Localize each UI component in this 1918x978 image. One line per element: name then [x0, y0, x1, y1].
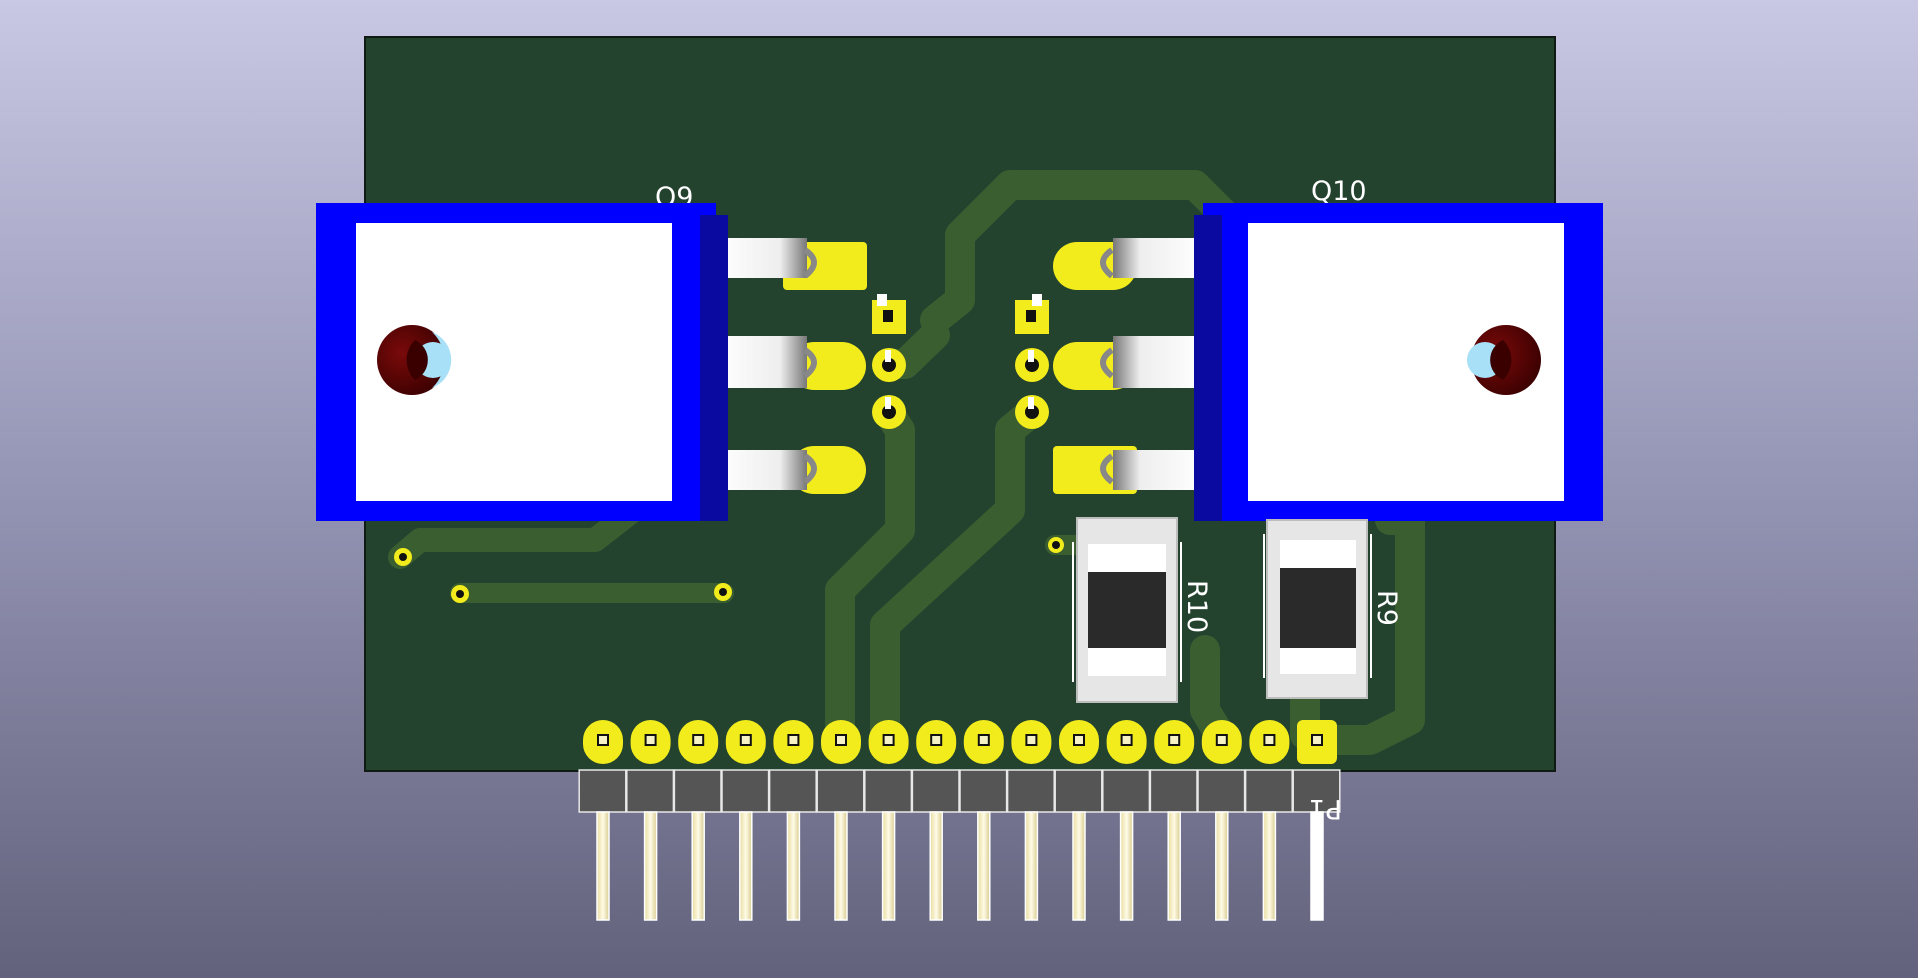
- vias: [394, 537, 1064, 603]
- header-pad-pin-tip: [1170, 736, 1179, 744]
- header-pad-pin-tip: [932, 736, 941, 744]
- header-pads: [583, 720, 1337, 764]
- header-pin: [1215, 811, 1229, 921]
- header-pad-pin-tip: [789, 736, 798, 744]
- header-pad-pin-tip: [1313, 736, 1321, 744]
- header-housing-segment: [864, 769, 913, 813]
- header-pin: [1167, 811, 1181, 921]
- header-housing-segment: [1197, 769, 1246, 813]
- header-pad-pin-tip: [646, 736, 655, 744]
- r10-end-cap-bottom: [1088, 648, 1166, 676]
- header-pad-pin-tip: [1075, 736, 1083, 744]
- header-pin: [929, 811, 943, 921]
- through-hole-pads: [872, 294, 1049, 429]
- header-housing-segment: [578, 769, 627, 813]
- header-pad-pin-tip: [884, 736, 893, 744]
- header-pin: [786, 811, 801, 921]
- header-housing-segment: [816, 769, 865, 813]
- r9-component[interactable]: R9: [1263, 519, 1402, 699]
- header-housing-segment: [626, 769, 675, 813]
- r9-body: [1280, 568, 1356, 648]
- header-pin: [1119, 811, 1134, 921]
- header-pad-pin-tip: [1217, 736, 1226, 744]
- header-housing-segment: [1006, 769, 1055, 813]
- header-housing-segment: [768, 769, 817, 813]
- header-pin: [1024, 811, 1039, 921]
- header-pad-pin-tip: [1122, 736, 1131, 744]
- header-pad-pin-tip: [979, 736, 988, 744]
- header-pad-pin-tip: [599, 736, 607, 744]
- header-pad-pin-tip: [1265, 736, 1274, 744]
- header-housing-segment: [959, 769, 1008, 813]
- header-housing-segment: [1054, 769, 1103, 813]
- header-pin: [596, 811, 610, 921]
- header-pad-pin-tip: [741, 736, 750, 744]
- header-pin: [834, 811, 848, 921]
- header-pad-pin-tip: [837, 736, 845, 744]
- header-housing-segment: [1292, 769, 1341, 813]
- pin-header-connector[interactable]: P1: [578, 720, 1342, 921]
- header-housing-segment: [721, 769, 770, 813]
- header-pin: [1262, 811, 1277, 921]
- header-pad-pin-tip: [1027, 736, 1036, 744]
- header-pad-pin-tip: [694, 736, 703, 744]
- r10-reference-label: R10: [1181, 580, 1212, 633]
- header-housing-segment: [673, 769, 722, 813]
- header-plastic: [578, 769, 1341, 813]
- header-pin: [1310, 811, 1324, 921]
- connector-reference-label: P1: [1309, 793, 1342, 824]
- r9-end-cap-top: [1280, 540, 1356, 568]
- header-housing-segment: [1102, 769, 1151, 813]
- header-pin: [739, 811, 753, 921]
- r10-end-cap-top: [1088, 544, 1166, 572]
- r10-component[interactable]: R10: [1072, 517, 1212, 703]
- r10-body: [1088, 572, 1166, 648]
- r9-reference-label: R9: [1371, 590, 1402, 626]
- q9-component[interactable]: Q9: [316, 182, 867, 521]
- header-pin: [977, 811, 991, 921]
- header-pin: [1072, 811, 1086, 921]
- header-housing-segment: [1244, 769, 1293, 813]
- q10-component[interactable]: Q10: [1053, 176, 1603, 521]
- header-housing-segment: [1149, 769, 1198, 813]
- header-pin: [691, 811, 705, 921]
- header-housing-segment: [911, 769, 960, 813]
- q10-reference-label: Q10: [1311, 176, 1367, 207]
- header-pin: [643, 811, 658, 921]
- header-pin: [881, 811, 896, 921]
- r9-end-cap-bottom: [1280, 648, 1356, 674]
- header-pins: [596, 811, 1324, 921]
